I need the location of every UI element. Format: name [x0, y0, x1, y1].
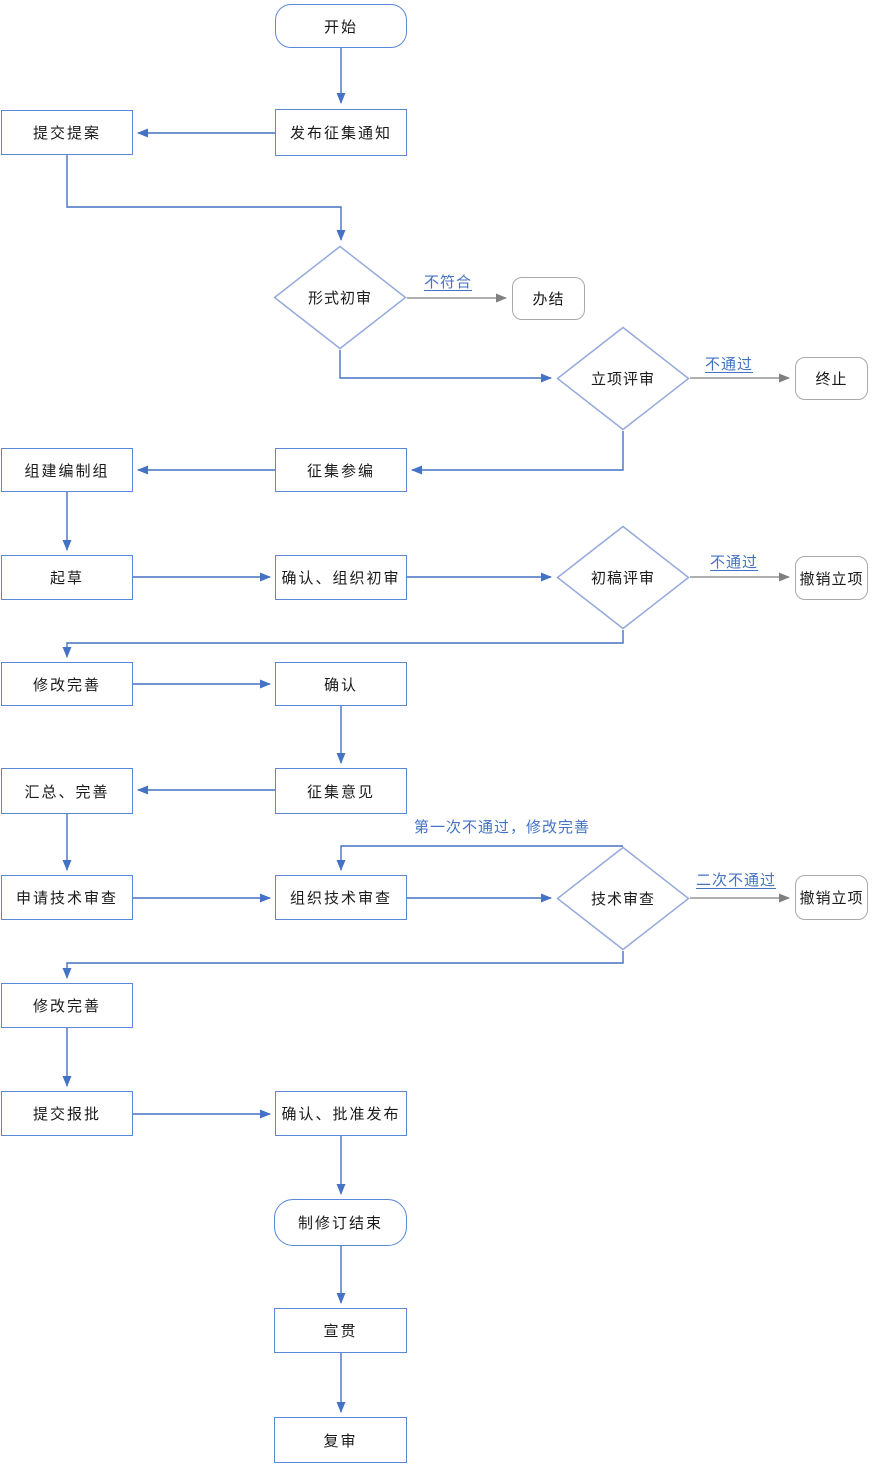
- node-revision-complete: 制修订结束: [274, 1199, 407, 1246]
- diamond-shape: [273, 245, 407, 350]
- node-revoke-project-1: 撤销立项: [795, 556, 868, 600]
- edge-label-not-pass-first-draft: 不通过: [710, 554, 759, 571]
- edge-label-not-conforming: 不符合: [424, 274, 473, 291]
- edge-tech-review-to-revise-2: [62, 951, 624, 979]
- diamond-label: 初稿评审: [590, 570, 655, 587]
- diamond-shape: [556, 326, 690, 431]
- edge-submit-proposal-to-formal-review: [66, 155, 346, 241]
- edge-tech-review-first-fail-loop: [336, 845, 623, 871]
- node-revise-improve-1: 修改完善: [1, 662, 133, 706]
- node-confirm-organize-initial-review: 确认、组织初审: [275, 555, 407, 600]
- node-submit-for-approval: 提交报批: [1, 1091, 133, 1136]
- edge-label-not-pass-project: 不通过: [705, 356, 754, 373]
- node-submit-proposal: 提交提案: [1, 110, 133, 155]
- node-confirm: 确认: [275, 662, 407, 706]
- edge-first-draft-review-to-revise-1: [62, 630, 624, 658]
- node-revoke-project-2: 撤销立项: [795, 875, 868, 920]
- node-project-review: 立项评审: [556, 326, 690, 431]
- edge-project-review-to-collect-participants: [411, 431, 624, 475]
- node-formal-review: 形式初审: [273, 245, 407, 350]
- diamond-shape: [556, 846, 690, 951]
- diamond-label: 立项评审: [590, 371, 655, 388]
- node-publish-notice: 发布征集通知: [275, 109, 407, 156]
- node-close-case: 办结: [512, 277, 585, 320]
- diamond-label: 技术审查: [590, 891, 655, 908]
- node-form-drafting-group: 组建编制组: [1, 448, 133, 492]
- node-terminate: 终止: [795, 357, 868, 400]
- diamond-shape: [556, 525, 690, 630]
- node-draft: 起草: [1, 555, 133, 600]
- node-revise-improve-2: 修改完善: [1, 983, 133, 1028]
- node-collect-participants: 征集参编: [275, 448, 407, 492]
- node-collect-opinions: 征集意见: [275, 768, 407, 814]
- edge-label-first-fail-revise: 第一次不通过，修改完善: [414, 819, 591, 836]
- node-start: 开始: [275, 4, 407, 48]
- node-confirm-approve-publish: 确认、批准发布: [275, 1091, 407, 1136]
- node-summarize-improve: 汇总、完善: [1, 768, 133, 814]
- node-publicize-implement: 宣贯: [274, 1308, 407, 1353]
- node-technical-review: 技术审查: [556, 846, 690, 951]
- edge-formal-review-to-project-review: [339, 350, 552, 383]
- diamond-label: 形式初审: [307, 290, 372, 307]
- node-organize-technical-review: 组织技术审查: [275, 875, 407, 920]
- node-first-draft-review: 初稿评审: [556, 525, 690, 630]
- edge-label-second-fail: 二次不通过: [696, 872, 777, 889]
- node-re-review: 复审: [274, 1417, 407, 1463]
- node-apply-technical-review: 申请技术审查: [1, 875, 133, 920]
